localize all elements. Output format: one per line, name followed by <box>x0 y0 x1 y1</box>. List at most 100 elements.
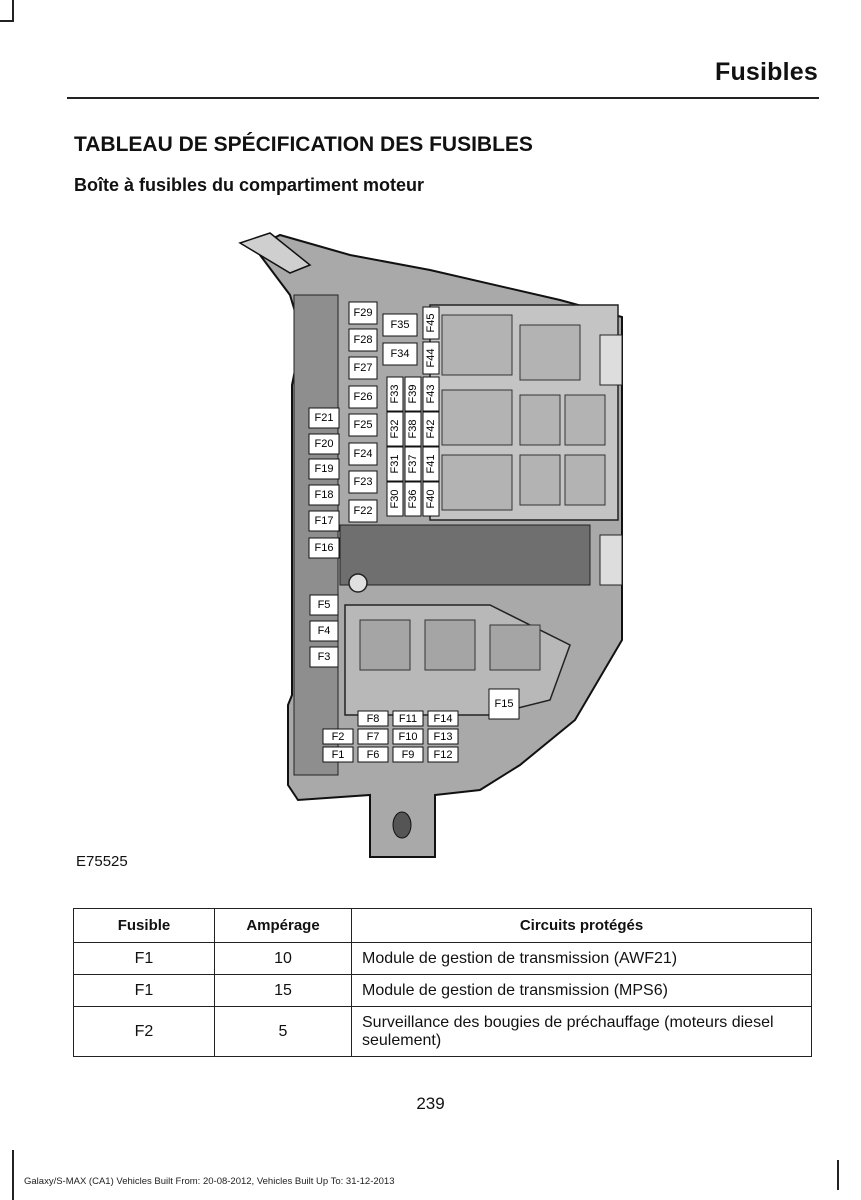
cell-circuits: Module de gestion de transmission (AWF21… <box>351 942 812 975</box>
fuse-label: F17 <box>315 515 334 527</box>
fuse-label: F10 <box>399 731 418 743</box>
cell-fuse: F1 <box>73 942 215 975</box>
fuse-f25: F25 <box>348 413 378 437</box>
fuse-f27: F27 <box>348 356 378 380</box>
fuse-label: F42 <box>425 420 437 439</box>
fuse-f31: F31 <box>386 446 404 482</box>
cell-circuits: Surveillance des bougies de préchauffage… <box>351 1006 812 1057</box>
fuse-f19: F19 <box>308 458 340 480</box>
fuse-f43: F43 <box>422 376 440 412</box>
fuse-f18: F18 <box>308 484 340 506</box>
fuse-label: F9 <box>402 749 415 761</box>
fuse-f23: F23 <box>348 470 378 494</box>
side-clip <box>599 534 623 586</box>
fuse-f11: F11 <box>392 710 424 727</box>
fuse-f9: F9 <box>392 746 424 763</box>
fuse-label: F34 <box>391 348 410 360</box>
fuse-f4: F4 <box>309 620 339 642</box>
fuse-f35: F35 <box>382 313 418 337</box>
fuse-label: F30 <box>389 490 401 509</box>
relay-c <box>441 389 513 446</box>
fuse-f6: F6 <box>357 746 389 763</box>
relay-f <box>564 394 606 446</box>
col-header-amperage: Ampérage <box>214 908 352 943</box>
fuse-label: F13 <box>434 731 453 743</box>
fuse-f37: F37 <box>404 446 422 482</box>
fuse-f32: F32 <box>386 411 404 447</box>
fuse-f34: F34 <box>382 342 418 366</box>
header-divider <box>67 97 819 99</box>
bottom-tab-hole <box>392 811 412 839</box>
footer-text: Galaxy/S-MAX (CA1) Vehicles Built From: … <box>24 1176 395 1187</box>
fuse-label: F36 <box>407 490 419 509</box>
fuse-label: F24 <box>354 448 373 460</box>
cell-amperage: 10 <box>214 942 352 975</box>
fuse-f21: F21 <box>308 407 340 429</box>
cell-fuse: F2 <box>73 1006 215 1057</box>
fuse-label: F21 <box>315 412 334 424</box>
fuse-label: F33 <box>389 385 401 404</box>
housing-inner-dark <box>339 524 591 586</box>
fuse-label: F40 <box>425 490 437 509</box>
fuse-spec-table: Fusible Ampérage Circuits protégés F1 10… <box>73 908 812 1057</box>
fuse-label: F37 <box>407 455 419 474</box>
fuse-f41: F41 <box>422 446 440 482</box>
fuse-label: F11 <box>399 713 417 725</box>
relay-d <box>441 454 513 511</box>
figure-code: E75525 <box>76 853 128 870</box>
relay-k <box>489 624 541 671</box>
section-title: TABLEAU DE SPÉCIFICATION DES FUSIBLES <box>74 133 533 156</box>
fuse-label: F25 <box>354 419 373 431</box>
fuse-f17: F17 <box>308 510 340 532</box>
fuse-label: F7 <box>367 731 380 743</box>
fuse-label: F35 <box>391 319 410 331</box>
fuse-label: F38 <box>407 420 419 439</box>
table-row: F2 5 Surveillance des bougies de préchau… <box>73 1006 812 1057</box>
fuse-label: F41 <box>425 455 437 474</box>
relay-g <box>519 454 561 506</box>
col-header-fuse: Fusible <box>73 908 215 943</box>
crop-mark <box>12 0 14 22</box>
fuse-f13: F13 <box>427 728 459 745</box>
fuse-label: F5 <box>318 599 331 611</box>
table-row: F1 15 Module de gestion de transmission … <box>73 974 812 1007</box>
fuse-label: F12 <box>434 749 453 761</box>
cell-amperage: 5 <box>214 1006 352 1057</box>
side-clip <box>599 334 623 386</box>
fuse-f24: F24 <box>348 442 378 466</box>
relay-i <box>359 619 411 671</box>
table-row: F1 10 Module de gestion de transmission … <box>73 942 812 975</box>
fuse-f28: F28 <box>348 328 378 352</box>
fuse-label: F26 <box>354 391 373 403</box>
fuse-f8: F8 <box>357 710 389 727</box>
relay-a <box>441 314 513 376</box>
fuse-f15: F15 <box>488 688 520 720</box>
fuse-label: F2 <box>332 731 345 743</box>
fuse-f2: F2 <box>322 728 354 745</box>
relay-j <box>424 619 476 671</box>
cell-circuits: Module de gestion de transmission (MPS6) <box>351 974 812 1007</box>
fuse-label: F19 <box>315 463 334 475</box>
mounting-hole <box>348 573 368 593</box>
fuse-label: F8 <box>367 713 380 725</box>
fuse-label: F6 <box>367 749 380 761</box>
page-header-title: Fusibles <box>714 58 818 86</box>
fuse-label: F39 <box>407 385 419 404</box>
housing-left-rail <box>293 294 339 776</box>
relay-e <box>519 394 561 446</box>
col-header-circuits: Circuits protégés <box>351 908 812 943</box>
crop-mark <box>12 1150 14 1200</box>
fuse-label: F20 <box>315 438 334 450</box>
fuse-label: F15 <box>495 698 514 710</box>
fuse-label: F23 <box>354 476 373 488</box>
fuse-f44: F44 <box>422 341 440 375</box>
cell-fuse: F1 <box>73 974 215 1007</box>
fuse-label: F44 <box>425 349 437 368</box>
subsection-title: Boîte à fusibles du compartiment moteur <box>74 175 425 195</box>
crop-mark <box>0 20 14 22</box>
fuse-f26: F26 <box>348 385 378 409</box>
relay-b <box>519 324 581 381</box>
fuse-label: F14 <box>434 713 453 725</box>
fuse-f12: F12 <box>427 746 459 763</box>
fuse-label: F22 <box>354 505 373 517</box>
